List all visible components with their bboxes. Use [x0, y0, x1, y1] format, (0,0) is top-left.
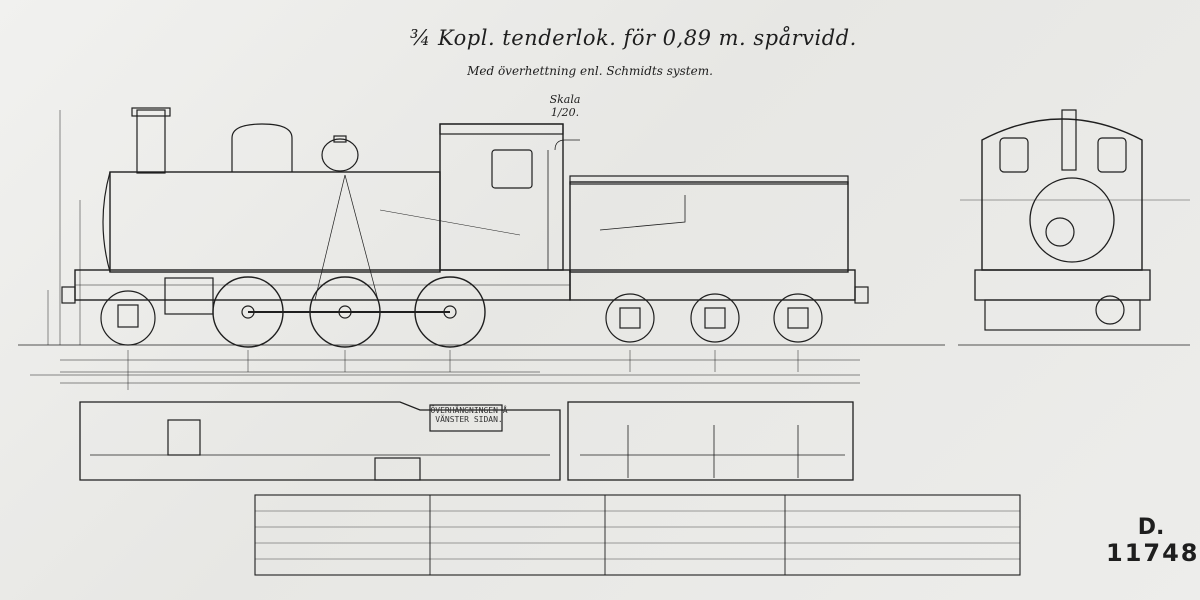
dimension-lines — [30, 110, 860, 390]
drawing-subtitle: Med överhettning enl. Schmidts system. — [467, 64, 713, 78]
overhang-note: ÖVERHÄNGNINGEN Å VÄNSTER SIDAN. — [430, 406, 508, 425]
side-elevation — [61, 107, 869, 348]
drawing-number-letter: D. — [1137, 515, 1165, 540]
drawing-number: D. 11748 — [1106, 515, 1200, 568]
drawing-number-value: 11748 — [1106, 539, 1200, 568]
drawing-title: ¾ Kopl. tenderlok. för 0,89 m. spårvidd. — [410, 26, 857, 50]
end-elevation — [960, 109, 1190, 331]
plan-view — [79, 401, 854, 481]
data-table — [254, 494, 1021, 576]
drawing-scale: Skala 1/20. — [549, 93, 581, 119]
